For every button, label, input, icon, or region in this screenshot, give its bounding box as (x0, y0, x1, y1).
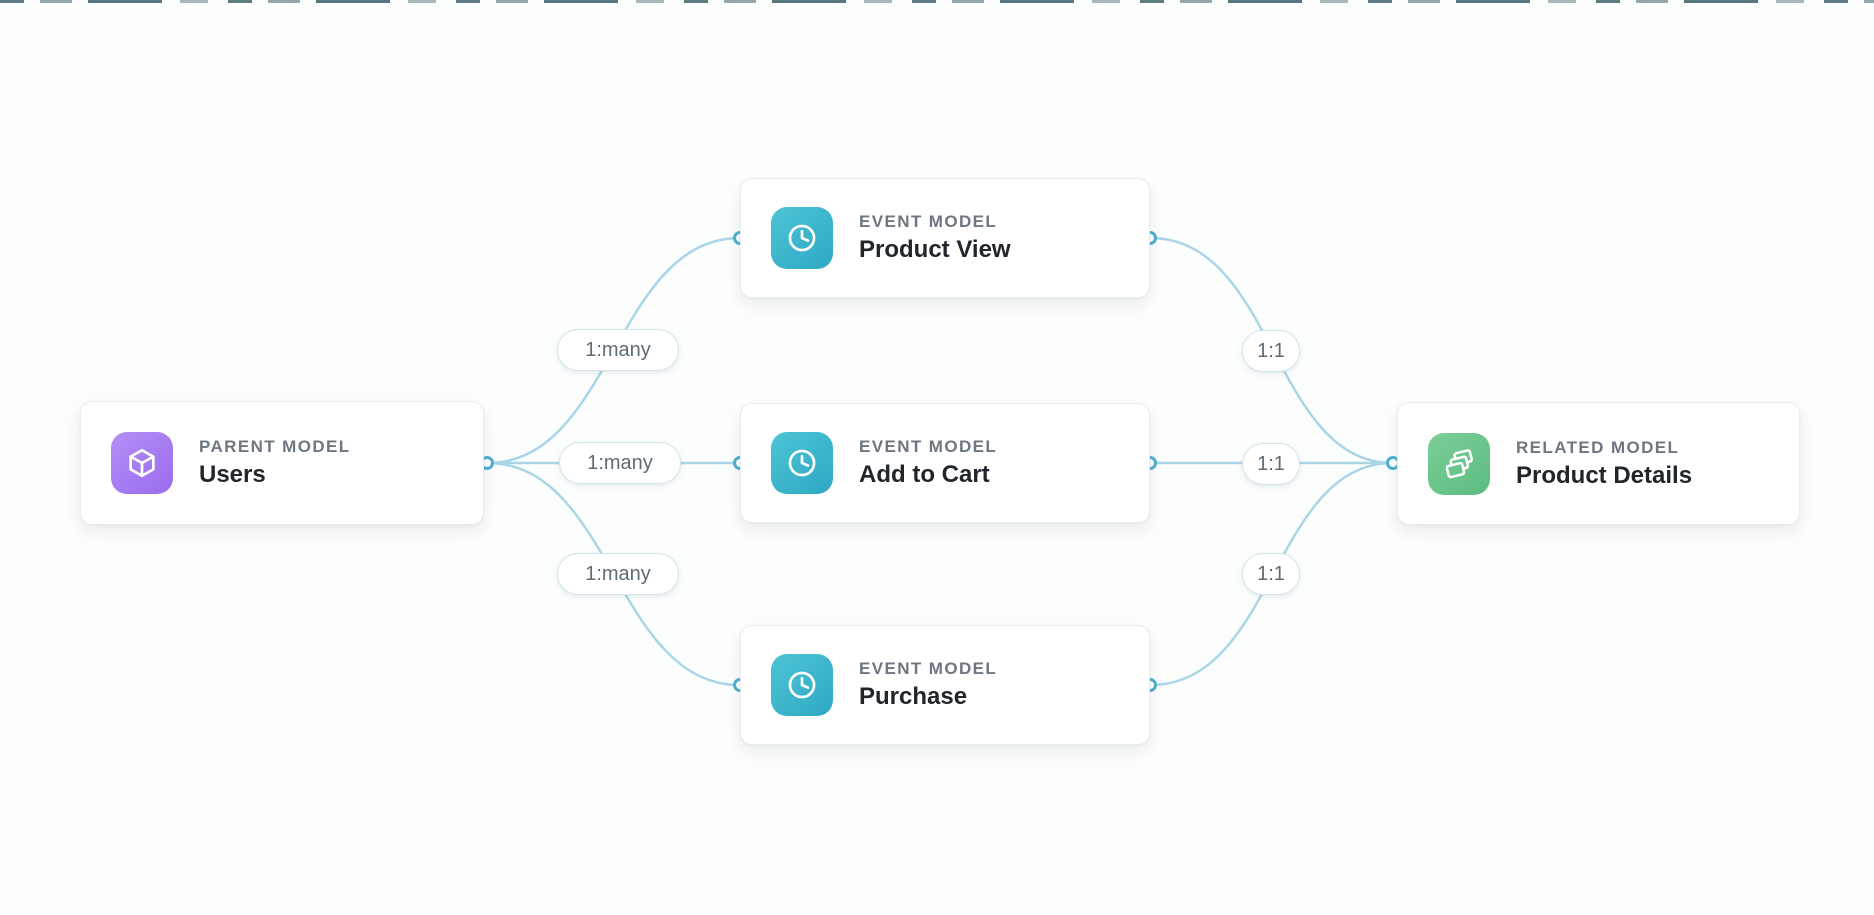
clock-icon (771, 432, 833, 494)
relationship-badge-1-1[interactable]: 1:1 (1242, 553, 1300, 595)
relationship-badge-1-many[interactable]: 1:many (559, 442, 681, 484)
clock-icon (771, 207, 833, 269)
event-model-name: Purchase (859, 683, 968, 710)
parent-model-name: Users (199, 461, 266, 488)
card-text-block: EVENT MODEL Product View (859, 212, 1011, 264)
relationship-badge-1-many[interactable]: 1:many (557, 553, 679, 595)
event-model-name: Add to Cart (859, 461, 990, 488)
node-event-model-purchase[interactable]: EVENT MODEL Purchase (740, 625, 1150, 745)
relationship-badge-1-1[interactable]: 1:1 (1242, 443, 1300, 485)
event-model-type-label: EVENT MODEL (859, 437, 998, 456)
node-parent-model-users[interactable]: PARENT MODEL Users (80, 401, 484, 525)
related-model-type-label: RELATED MODEL (1516, 437, 1680, 457)
card-text-block: RELATED MODEL Product Details (1516, 438, 1692, 490)
card-text-block: EVENT MODEL Add to Cart (859, 437, 997, 489)
parent-model-type-label: PARENT MODEL (199, 437, 351, 456)
event-model-type-label: EVENT MODEL (859, 212, 998, 231)
card-text-block: PARENT MODEL Users (199, 437, 351, 489)
top-edge-dashed-line (0, 0, 1874, 3)
card-text-block: EVENT MODEL Purchase (859, 659, 997, 711)
event-model-name: Product View (859, 236, 1011, 263)
relationship-badge-1-1[interactable]: 1:1 (1242, 330, 1300, 372)
node-event-model-product-view[interactable]: EVENT MODEL Product View (740, 178, 1150, 298)
event-model-type-label: EVENT MODEL (859, 659, 998, 678)
clock-icon (771, 654, 833, 716)
related-model-name: Product Details (1516, 461, 1693, 489)
node-event-model-add-to-cart[interactable]: EVENT MODEL Add to Cart (740, 403, 1150, 523)
node-related-model-product-details[interactable]: RELATED MODEL Product Details (1397, 402, 1800, 525)
layers-icon (1428, 432, 1490, 495)
cube-icon (111, 432, 173, 494)
relationship-badge-1-many[interactable]: 1:many (557, 329, 679, 371)
